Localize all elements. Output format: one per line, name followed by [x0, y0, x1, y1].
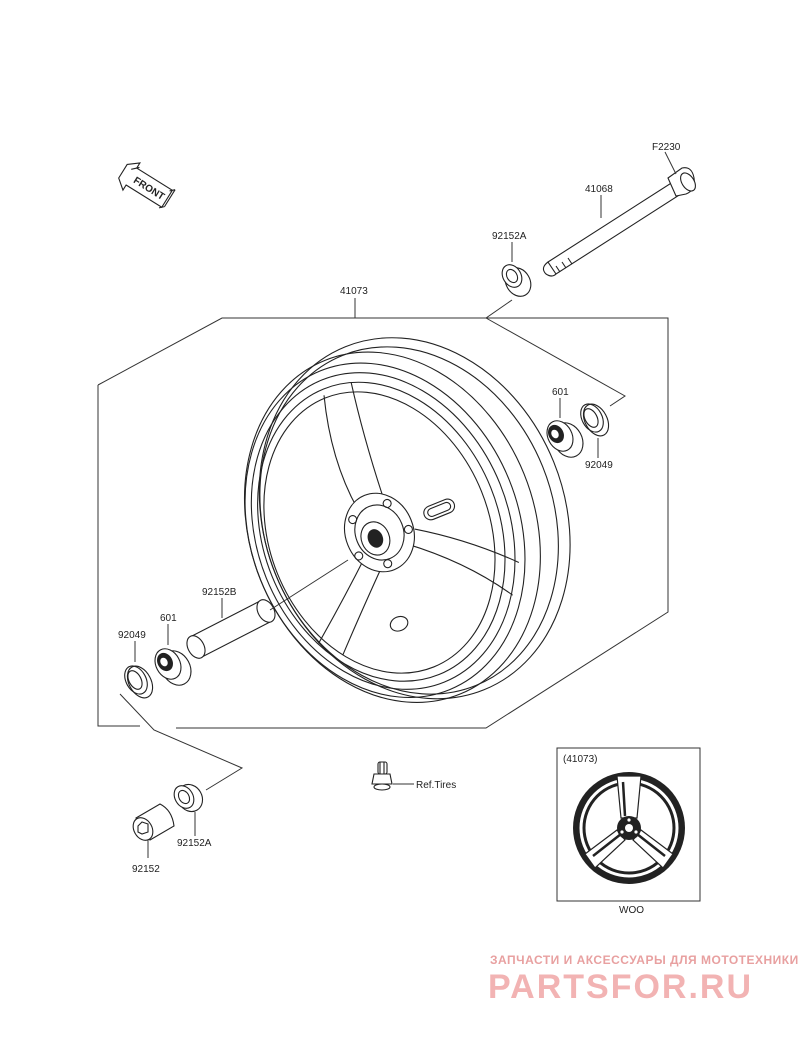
oil-seal-92049-left [124, 665, 154, 699]
front-direction-arrow: FRONT [118, 162, 176, 209]
watermark-logo: PARTSFOR.RU [488, 968, 753, 1006]
bearing-601-right [546, 420, 584, 458]
front-wheel-41073 [243, 337, 571, 703]
collar-92152a-top [501, 264, 532, 297]
inset-code-label: WOO [619, 905, 644, 916]
tire-valve [371, 761, 393, 791]
label-ref-tires: Ref.Tires [416, 780, 456, 791]
bearing-601-left [154, 648, 192, 686]
label-92152b: 92152B [202, 587, 237, 598]
watermark-tagline: ЗАПЧАСТИ И АКСЕССУАРЫ ДЛЯ МОТОТЕХНИКИ [490, 953, 799, 967]
label-601-left: 601 [160, 613, 177, 624]
inset-wheel-variant: (41073) [556, 747, 701, 902]
label-92152: 92152 [132, 864, 160, 875]
label-92152a-top: 92152A [492, 231, 527, 242]
label-41068: 41068 [585, 184, 613, 195]
axle-41068 [542, 167, 696, 277]
label-601-right: 601 [552, 387, 569, 398]
label-92152a-bottom: 92152A [177, 838, 212, 849]
label-41073: 41073 [340, 286, 368, 297]
spacer-92152b [186, 599, 276, 659]
collar-92152a-bottom [173, 783, 204, 813]
spacer-92152 [132, 803, 175, 841]
oil-seal-92049-right [580, 403, 610, 437]
label-92049-left: 92049 [118, 630, 146, 641]
label-f2230: F2230 [652, 142, 681, 153]
label-92049-right: 92049 [585, 460, 613, 471]
inset-ref-label: (41073) [563, 754, 597, 765]
